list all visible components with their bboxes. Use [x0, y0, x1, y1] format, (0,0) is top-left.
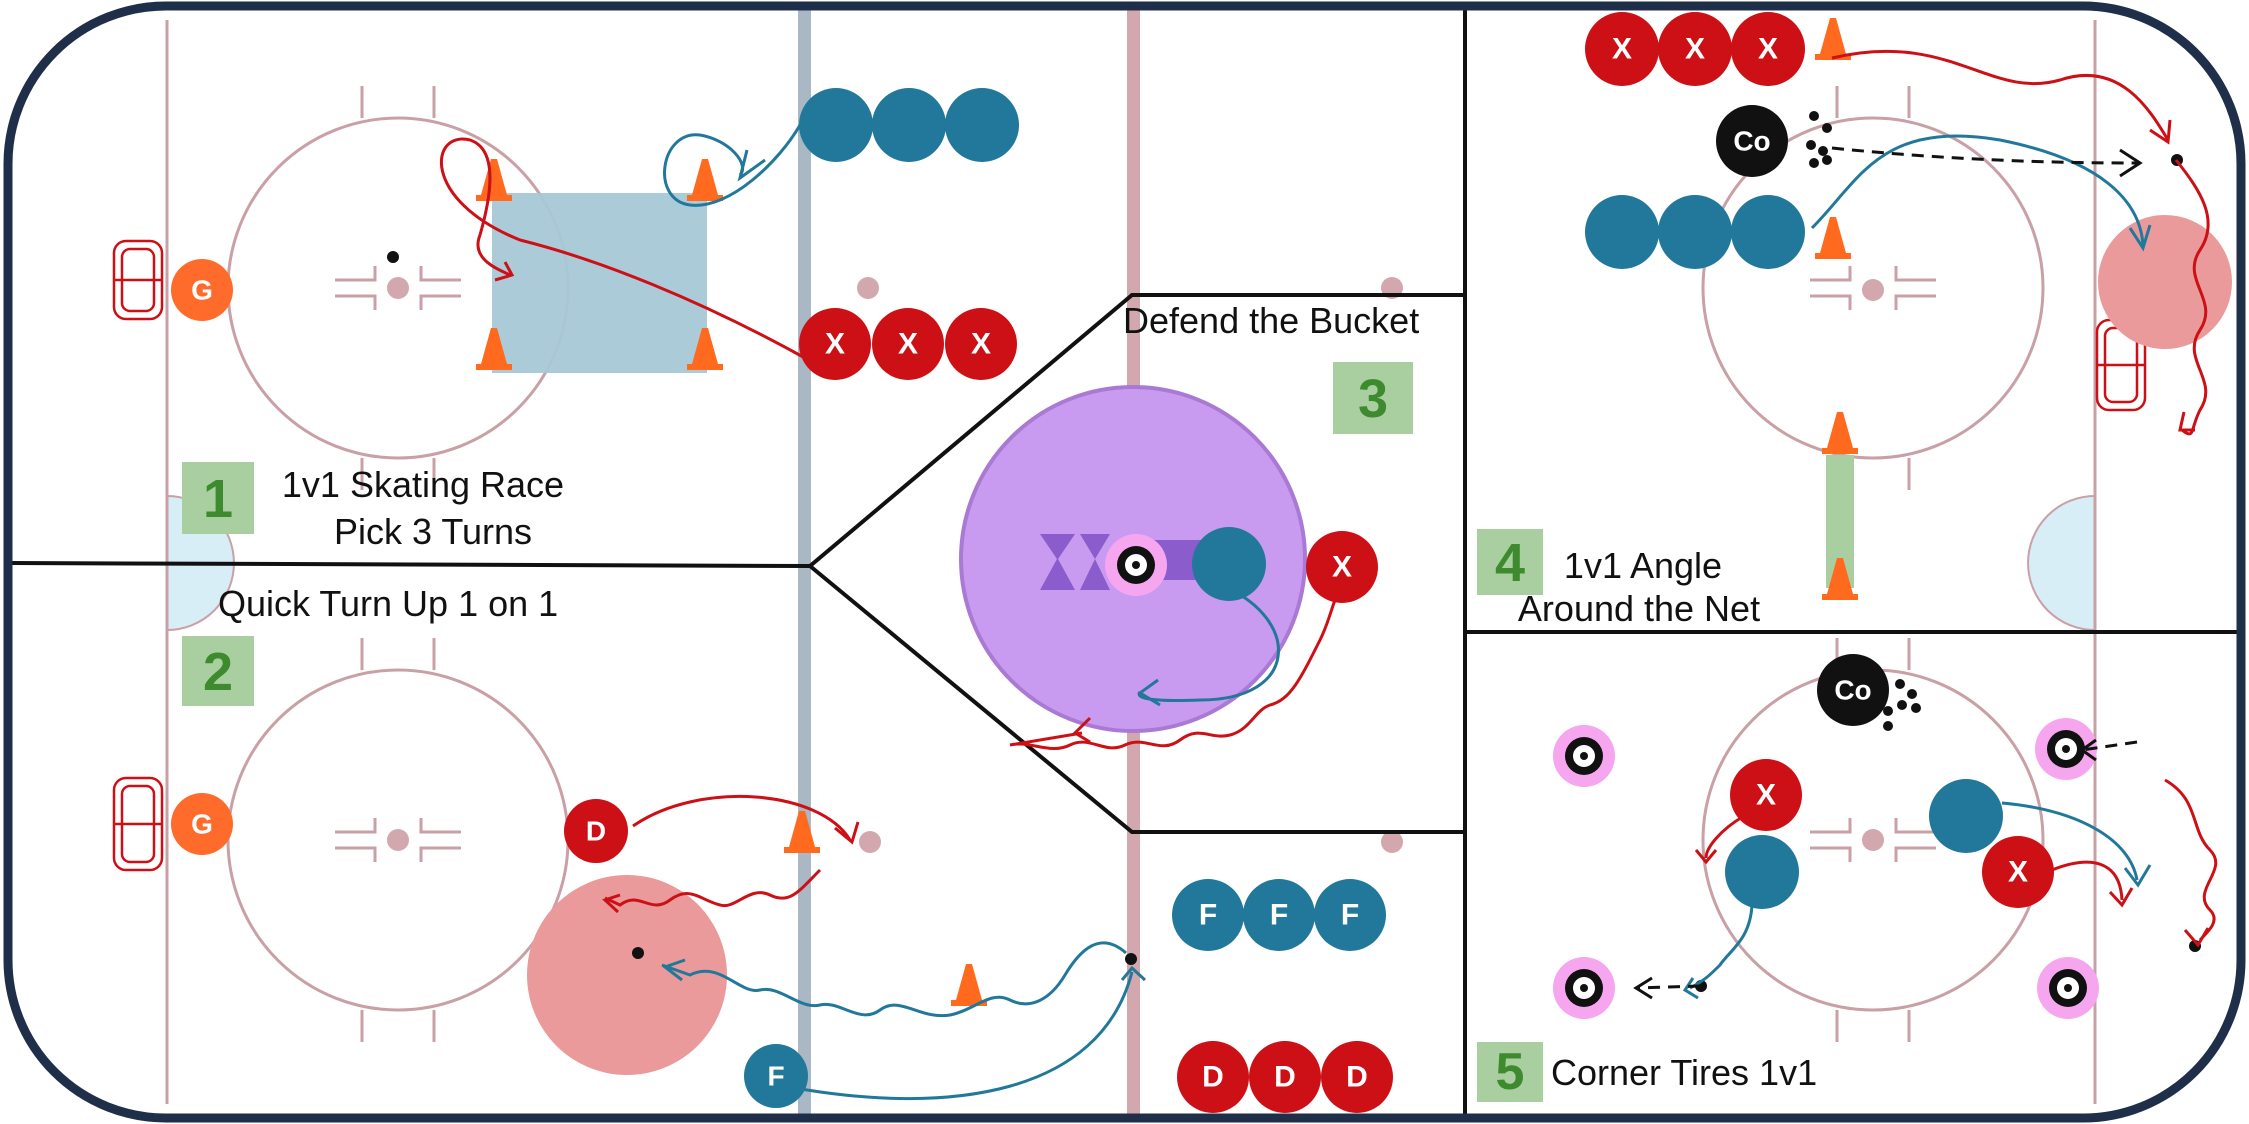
station-1-title: 1v1 Skating Race — [282, 464, 564, 505]
tire-icon — [1553, 725, 1615, 787]
station-1-subtitle: Pick 3 Turns — [334, 511, 532, 552]
right-crease — [2027, 494, 2096, 632]
station-tags: 1 2 3 4 5 — [182, 362, 1543, 1102]
blue-arrowheads — [661, 149, 2152, 1000]
forward-label: F — [767, 1061, 784, 1092]
defense-label: D — [586, 816, 606, 847]
tire-icon — [2037, 957, 2099, 1019]
station-4-number: 4 — [1495, 533, 1525, 593]
blue-line — [798, 8, 811, 1116]
red-arrowheads — [494, 119, 2210, 948]
defense-label: D — [1274, 1061, 1296, 1094]
left-net-top — [112, 239, 164, 321]
players: G G X X X D F F F F D D D X — [171, 12, 2054, 1113]
station-2-title: Quick Turn Up 1 on 1 — [218, 583, 558, 624]
pass-paths — [1635, 146, 2141, 990]
coach-label: Co — [1733, 126, 1770, 157]
station-1-number: 1 — [203, 469, 233, 529]
opponent-label: X — [971, 328, 991, 361]
forward-label: F — [1199, 899, 1217, 932]
station-labels: 1v1 Skating Race Pick 3 Turns Quick Turn… — [218, 300, 1817, 1093]
station-dividers — [9, 8, 2239, 1116]
puck-icons — [387, 111, 2201, 992]
tire-icon — [1105, 534, 1167, 596]
blue-wavy-paths — [661, 904, 1754, 1018]
defense-label: D — [1346, 1061, 1368, 1094]
red-wavy-paths — [604, 159, 2218, 942]
left-net-bottom — [112, 776, 164, 872]
station-4-subtitle: Around the Net — [1518, 588, 1760, 629]
pink-zone-right — [2098, 215, 2232, 349]
skating-race-box — [492, 193, 707, 373]
pink-zone-bottom — [527, 875, 727, 1075]
opponent-label: X — [825, 328, 845, 361]
opponent-label: X — [1332, 551, 1352, 584]
rink-boards — [3, 1, 2246, 1123]
station-4-title: 1v1 Angle — [1564, 545, 1722, 586]
forward-label: F — [1270, 899, 1288, 932]
station-2-number: 2 — [203, 642, 233, 702]
forward-label: F — [1341, 899, 1359, 932]
station-3-title: Defend the Bucket — [1123, 300, 1419, 341]
defense-label: D — [1202, 1061, 1224, 1094]
tire-icon — [1553, 957, 1615, 1019]
opponent-label: X — [1612, 33, 1632, 66]
goalie-label: G — [191, 275, 213, 306]
opponent-label: X — [2008, 856, 2028, 889]
faceoff-circle-top-right — [1701, 86, 2045, 490]
station-5-number: 5 — [1496, 1043, 1525, 1101]
red-skating-paths — [440, 49, 2170, 901]
opponent-label: X — [1756, 779, 1776, 812]
opponent-label: X — [898, 328, 918, 361]
opponent-label: X — [1758, 33, 1778, 66]
station-5-title: Corner Tires 1v1 — [1551, 1052, 1817, 1093]
opponent-label: X — [1685, 33, 1705, 66]
coach-label: Co — [1834, 675, 1871, 706]
pass-arrowheads — [1633, 148, 2143, 1000]
goalie-label: G — [191, 809, 213, 840]
station-3-number: 3 — [1358, 369, 1388, 429]
